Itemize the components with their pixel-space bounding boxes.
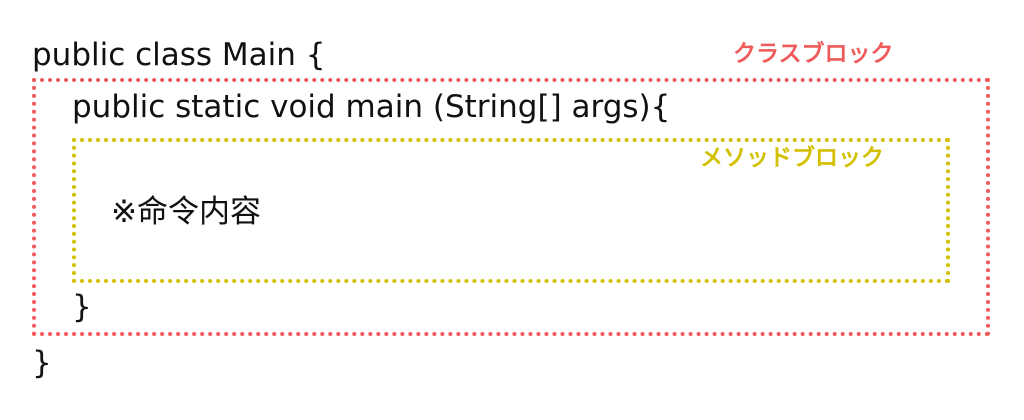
class-closing-brace: } — [32, 345, 52, 381]
class-declaration: public class Main { — [32, 37, 326, 73]
class-block-label: クラスブロック — [733, 41, 894, 67]
method-closing-brace: } — [72, 289, 92, 325]
method-body-text: ※命令内容 — [111, 194, 261, 230]
method-block-border — [72, 138, 950, 283]
method-block-label: メソッドブロック — [700, 145, 884, 171]
method-declaration: public static void main (String[] args){ — [72, 89, 671, 125]
class-block-border — [32, 78, 990, 336]
